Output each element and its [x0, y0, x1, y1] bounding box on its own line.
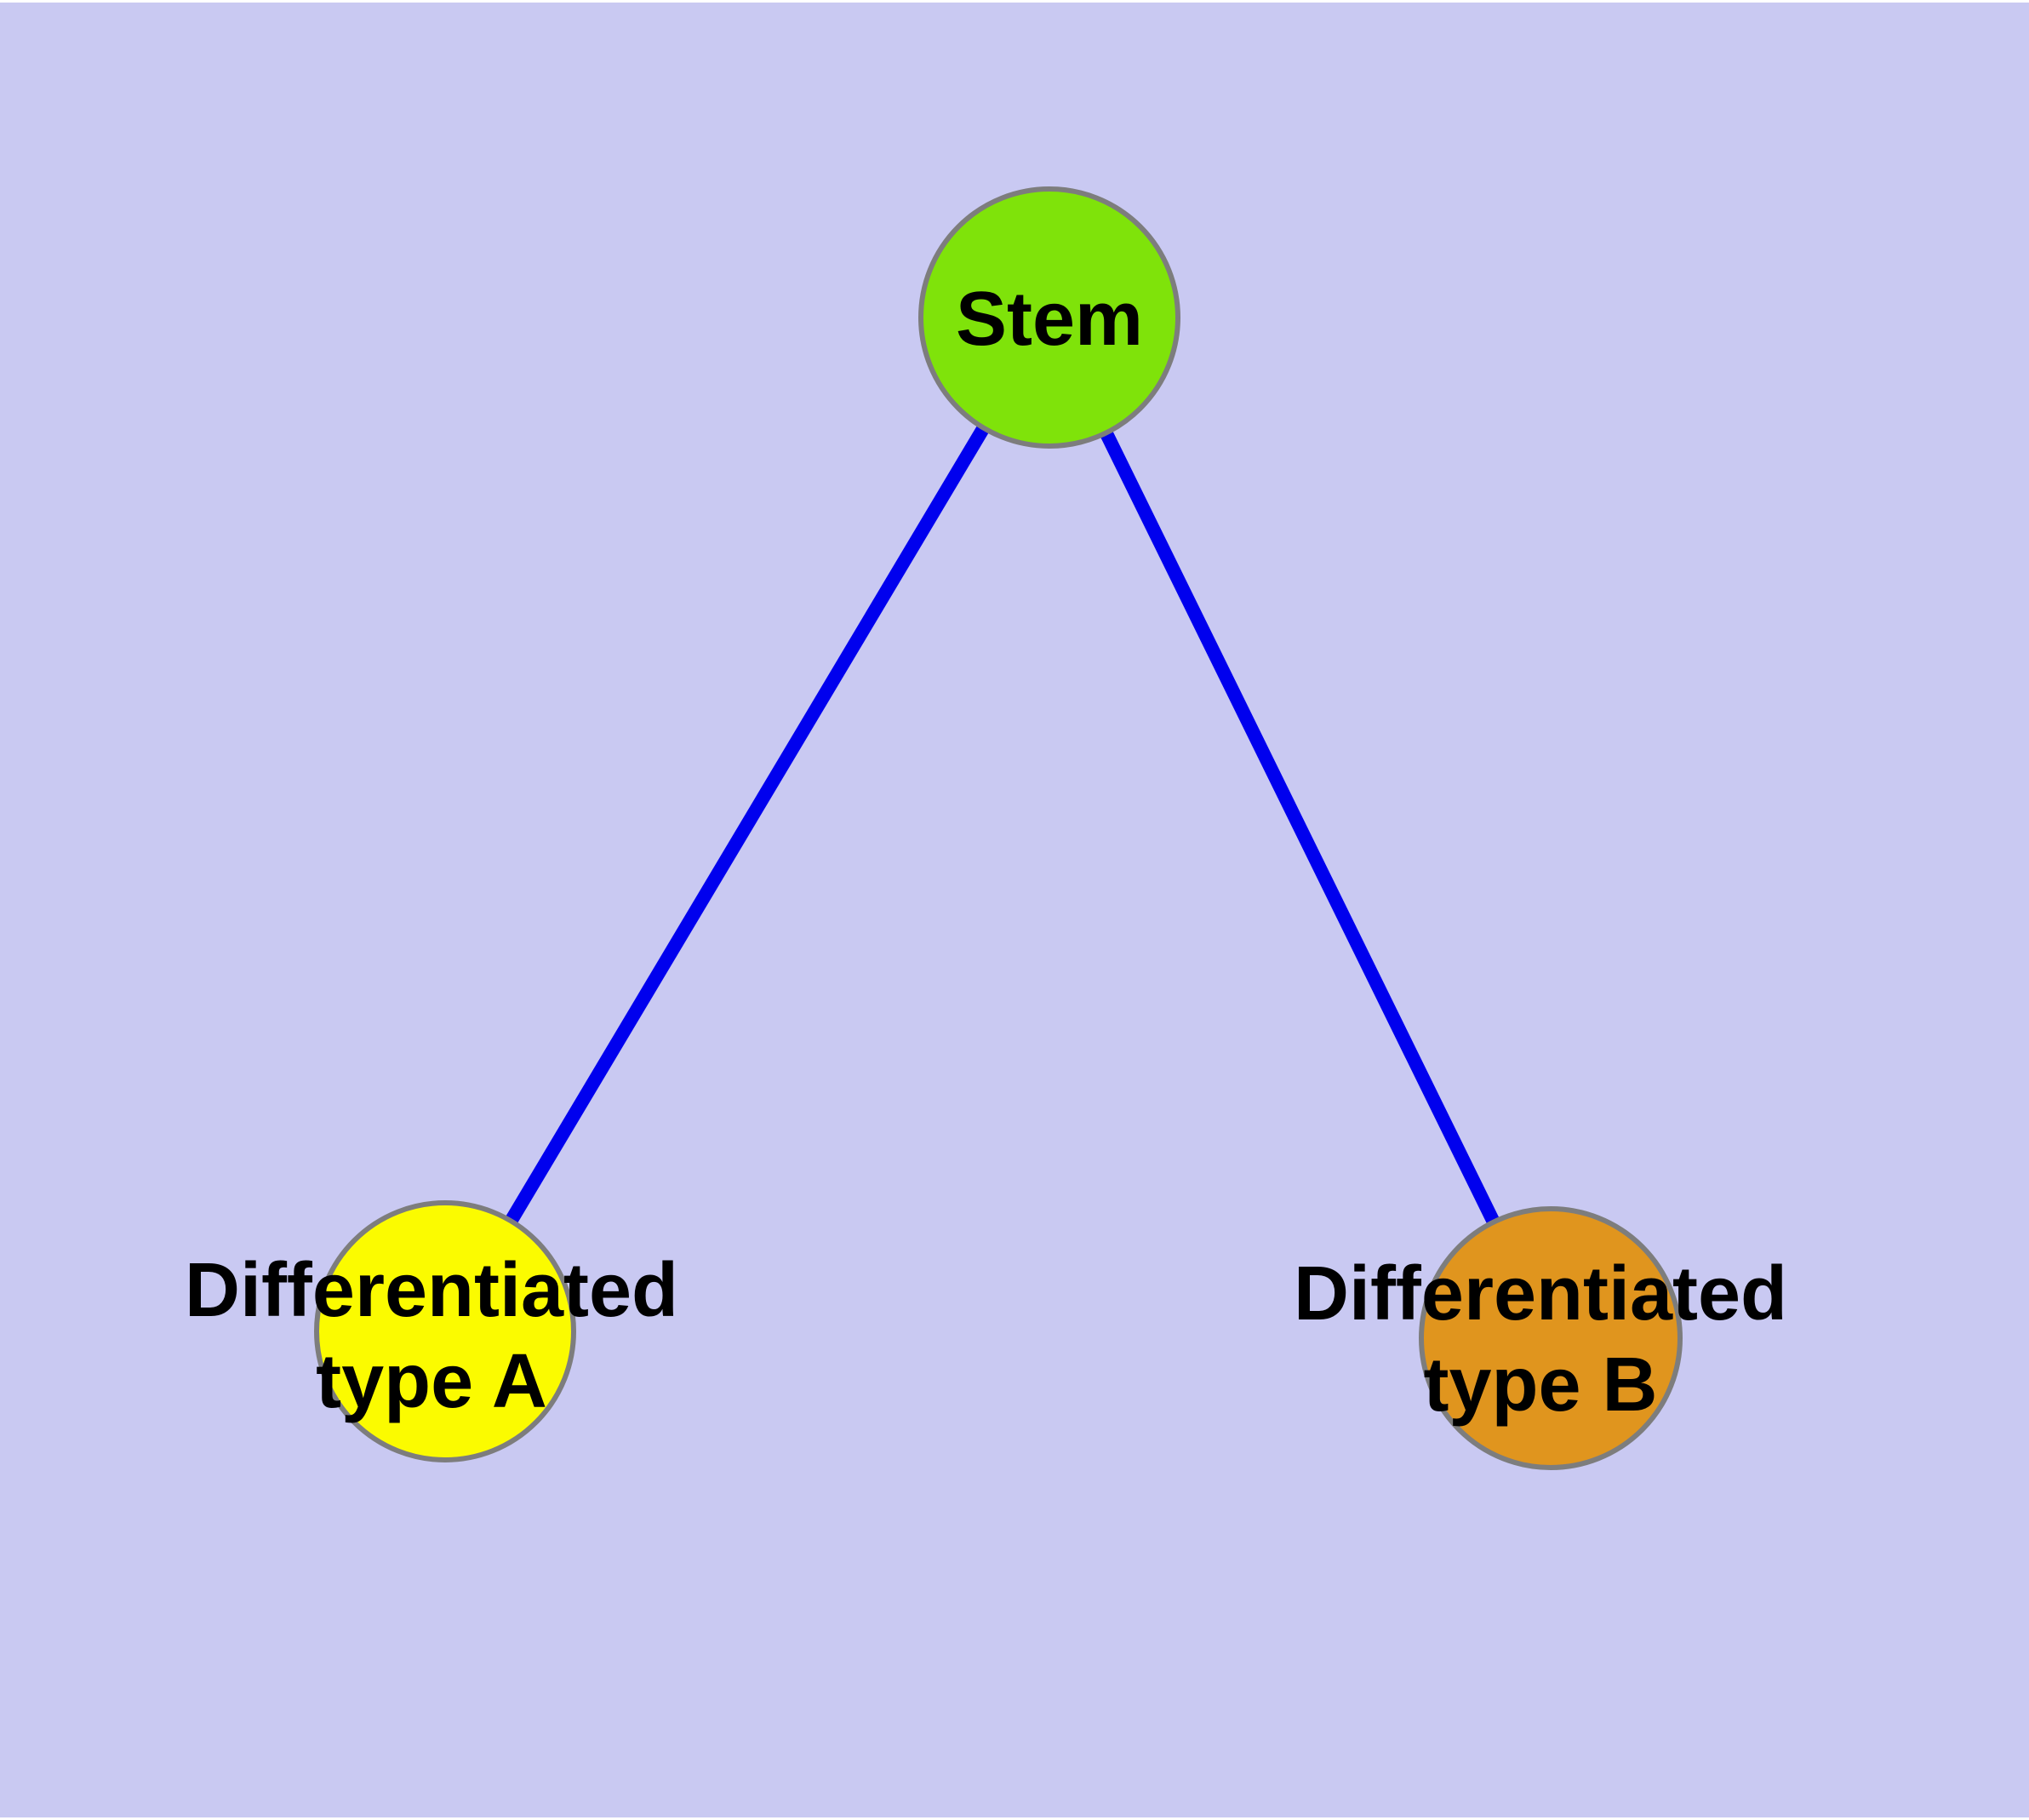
node-type-a-label-line2: type A [316, 1339, 547, 1424]
node-type-b [1419, 1206, 1683, 1470]
node-type-a [314, 1200, 576, 1462]
edge-stem-to-type-a [439, 313, 1055, 1336]
edge-stem-to-type-b [1043, 314, 1557, 1342]
node-type-a-label-line1: Differentiated [185, 1248, 678, 1333]
node-type-b-label-line1: Differentiated [1294, 1251, 1787, 1336]
node-type-b-label-line2: type B [1423, 1342, 1657, 1428]
node-stem-label: Stem [956, 277, 1143, 362]
node-stem [918, 186, 1180, 449]
